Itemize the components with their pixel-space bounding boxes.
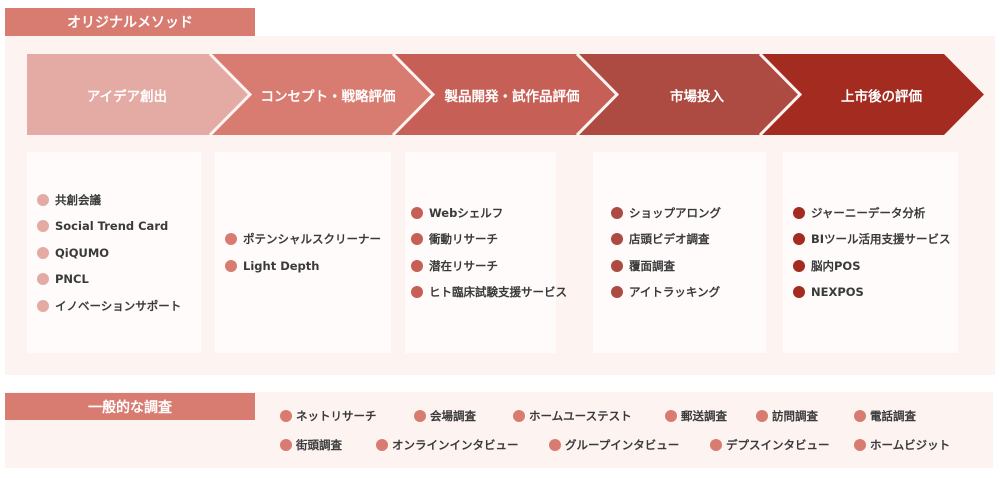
bullet-dot-icon	[225, 233, 237, 246]
stage-card-2: ポテンシャルスクリーナー Light Depth	[215, 152, 391, 353]
process-flow: アイデア創出 コンセプト・戦略評価 製品開発・試作品評価 市場投入 上市後の評価	[22, 54, 987, 135]
bullet-dot-icon	[513, 410, 525, 422]
bullet-dot-icon	[376, 439, 388, 451]
stage-arrow-4	[577, 54, 800, 135]
method-item[interactable]: ポテンシャルスクリーナー	[225, 226, 391, 253]
bullet-dot-icon	[411, 206, 423, 219]
method-item[interactable]: 衝動リサーチ	[411, 226, 556, 253]
stage-arrow-5	[760, 54, 984, 135]
original-method-title: オリジナルメソッド	[67, 15, 193, 31]
bullet-dot-icon	[793, 286, 805, 299]
general-item[interactable]: 電話調査	[854, 408, 916, 424]
stage-label-2: コンセプト・戦略評価	[260, 88, 396, 105]
method-item[interactable]: 脳内POS	[793, 253, 958, 280]
stage-arrow-2	[210, 54, 433, 135]
process-arrows-graphic	[27, 54, 984, 135]
bullet-dot-icon	[793, 259, 805, 272]
bullet-dot-icon	[611, 206, 623, 219]
method-item[interactable]: 潜在リサーチ	[411, 253, 556, 280]
bullet-dot-icon	[37, 246, 49, 259]
bullet-dot-icon	[37, 273, 49, 285]
general-item[interactable]: 会場調査	[414, 408, 476, 424]
bullet-dot-icon	[37, 193, 49, 206]
method-item[interactable]: Light Depth	[225, 253, 391, 280]
method-item[interactable]: 共創会議	[37, 186, 201, 213]
method-item[interactable]: イノベーションサポート	[37, 292, 201, 319]
general-item[interactable]: 郵送調査	[665, 408, 727, 424]
method-item[interactable]: BIツール活用支援サービス	[793, 226, 958, 253]
bullet-dot-icon	[611, 233, 623, 246]
method-item[interactable]: Social Trend Card	[37, 213, 201, 240]
bullet-dot-icon	[611, 259, 623, 272]
bullet-dot-icon	[280, 439, 292, 451]
method-item[interactable]: ショップアロング	[611, 200, 766, 227]
bullet-dot-icon	[710, 439, 722, 451]
stage-label-5: 上市後の評価	[841, 88, 922, 105]
general-item[interactable]: オンラインインタビュー	[376, 437, 519, 453]
method-item[interactable]: NEXPOS	[793, 279, 958, 306]
method-item[interactable]: ジャーニーデータ分析	[793, 200, 958, 227]
bullet-dot-icon	[854, 410, 866, 422]
general-item[interactable]: デプスインタビュー	[710, 437, 830, 453]
bullet-dot-icon	[756, 410, 768, 422]
general-research-title: 一般的な調査	[88, 399, 172, 416]
stage-card-1: 共創会議 Social Trend Card QiQUMO PNCL イノベーシ…	[27, 152, 201, 353]
bullet-dot-icon	[37, 299, 49, 312]
bullet-dot-icon	[665, 410, 677, 422]
bullet-dot-icon	[37, 220, 49, 232]
original-method-tab: オリジナルメソッド	[5, 8, 255, 36]
method-item[interactable]: Webシェルフ	[411, 200, 556, 227]
bullet-dot-icon	[549, 439, 561, 451]
bullet-dot-icon	[411, 259, 423, 272]
method-item[interactable]: QiQUMO	[37, 239, 201, 266]
stage-arrow-1	[27, 54, 250, 135]
method-item[interactable]: 店頭ビデオ調査	[611, 226, 766, 253]
general-item[interactable]: 街頭調査	[280, 437, 342, 453]
stage-card-5: ジャーニーデータ分析 BIツール活用支援サービス 脳内POS NEXPOS	[783, 152, 958, 353]
stage-label-4: 市場投入	[670, 88, 724, 105]
bullet-dot-icon	[854, 439, 866, 451]
stage-card-4: ショップアロング 店頭ビデオ調査 覆面調査 アイトラッキング	[593, 152, 766, 353]
method-item[interactable]: 覆面調査	[611, 253, 766, 280]
bullet-dot-icon	[411, 286, 423, 299]
general-item[interactable]: ネットリサーチ	[280, 408, 377, 424]
stage-arrow-3	[393, 54, 617, 135]
method-item[interactable]: アイトラッキング	[611, 279, 766, 306]
stage-label-1: アイデア創出	[86, 88, 168, 105]
bullet-dot-icon	[793, 206, 805, 219]
general-research-tab: 一般的な調査	[5, 393, 255, 420]
general-item[interactable]: 訪問調査	[756, 408, 818, 424]
bullet-dot-icon	[611, 286, 623, 299]
bullet-dot-icon	[280, 410, 292, 422]
bullet-dot-icon	[793, 233, 805, 246]
general-item[interactable]: ホームビジット	[854, 437, 950, 453]
general-item[interactable]: ホームユーステスト	[513, 408, 632, 424]
method-item[interactable]: PNCL	[37, 266, 201, 293]
stage-card-3: Webシェルフ 衝動リサーチ 潜在リサーチ ヒト臨床試験支援サービス	[405, 152, 567, 353]
bullet-dot-icon	[225, 259, 237, 272]
bullet-dot-icon	[414, 410, 426, 422]
method-item[interactable]: ヒト臨床試験支援サービス	[411, 279, 567, 306]
bullet-dot-icon	[411, 233, 423, 246]
stage-label-3: 製品開発・試作品評価	[444, 88, 580, 105]
general-item[interactable]: グループインタビュー	[549, 437, 679, 453]
